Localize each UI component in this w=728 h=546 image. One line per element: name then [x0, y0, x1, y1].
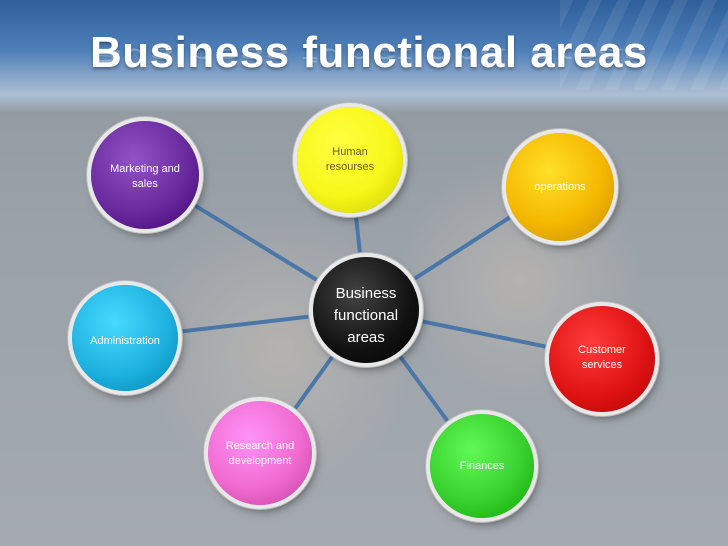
- node-center[interactable]: [313, 257, 419, 363]
- label-center-line1: Business: [335, 285, 397, 302]
- node-research-development[interactable]: [208, 401, 312, 505]
- label-operations: operations: [510, 180, 610, 195]
- label-research-line1: Research and: [225, 440, 295, 452]
- header-band: [0, 0, 728, 112]
- label-marketing: Marketing and sales: [95, 162, 195, 192]
- label-customer-line1: Customer: [578, 344, 626, 356]
- label-finances-line1: Finances: [459, 460, 505, 472]
- node-administration[interactable]: [72, 285, 178, 391]
- header-stripes: [560, 0, 728, 90]
- label-hr-line1: Human: [332, 146, 368, 158]
- node-finances[interactable]: [430, 414, 534, 518]
- node-marketing[interactable]: [91, 121, 199, 229]
- label-customer-line2: services: [581, 359, 623, 371]
- label-marketing-line2: sales: [132, 178, 158, 190]
- node-customer-services[interactable]: [549, 306, 655, 412]
- label-center-line2: functional: [333, 307, 399, 324]
- label-administration-line1: Administration: [90, 335, 160, 347]
- label-marketing-line1: Marketing and: [110, 163, 180, 175]
- label-finances: Finances: [432, 459, 532, 474]
- label-administration: Administration: [75, 334, 175, 349]
- node-operations[interactable]: [506, 133, 614, 241]
- label-research-line2: development: [228, 455, 292, 467]
- slide-title: Business functional areas: [90, 28, 648, 77]
- label-center-line3: areas: [347, 329, 385, 346]
- label-hr-line2: resourses: [325, 161, 375, 173]
- label-operations-line1: operations: [534, 181, 586, 193]
- label-research-development: Research and development: [210, 439, 310, 469]
- label-center: Business functional areas: [311, 283, 421, 349]
- label-customer-services: Customer services: [552, 343, 652, 373]
- label-human-resources: Human resourses: [300, 145, 400, 175]
- node-human-resources[interactable]: [297, 107, 403, 213]
